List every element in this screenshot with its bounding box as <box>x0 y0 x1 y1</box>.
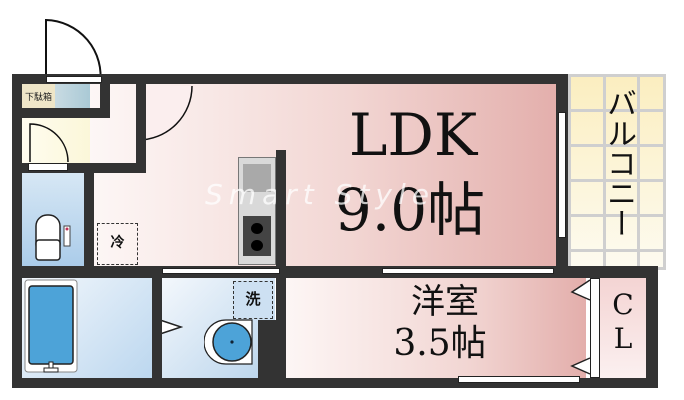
wall <box>22 108 110 118</box>
closet <box>600 278 646 378</box>
western-room <box>286 278 586 378</box>
toilet-icon <box>35 214 71 261</box>
ldk-door-icon[interactable] <box>136 84 206 144</box>
sink-icon <box>243 164 271 192</box>
balcony <box>568 74 666 270</box>
wall <box>12 74 568 84</box>
bathtub-icon <box>24 279 78 373</box>
washer-label: 洗 <box>245 290 261 308</box>
washbasin-icon <box>204 319 253 365</box>
fridge-space: 冷 <box>97 223 138 265</box>
toilet-door-icon[interactable] <box>28 122 70 164</box>
closet-door-hinge-icon <box>570 279 591 375</box>
wall <box>84 170 94 270</box>
wall <box>22 163 146 173</box>
western-room-size: 3.5帖 <box>393 323 487 364</box>
ldk-window[interactable] <box>558 112 566 238</box>
wall <box>276 150 286 388</box>
western-room-label: 洋室 <box>411 282 479 322</box>
ldk-size: 9.0帖 <box>334 176 486 244</box>
entrance-door-opening[interactable] <box>46 76 102 83</box>
closet-door[interactable] <box>590 278 600 378</box>
toilet-door-opening[interactable] <box>28 163 68 171</box>
wall <box>136 84 146 173</box>
balcony-label: バルコニー <box>601 88 636 238</box>
bath-door-icon[interactable] <box>155 317 183 345</box>
wall <box>258 320 286 388</box>
watermark: Smart Style <box>205 178 435 211</box>
closet-label: CL <box>612 288 634 355</box>
wall <box>646 270 658 388</box>
kitchen-counter <box>238 157 276 265</box>
ldk-label: LDK <box>348 101 478 169</box>
entrance-door-icon[interactable] <box>40 14 104 86</box>
western-sliding-door[interactable] <box>382 268 554 274</box>
shoe-box: 下駄箱 <box>22 84 55 112</box>
wall <box>12 266 658 278</box>
washroom-sliding-door[interactable] <box>162 268 280 274</box>
wall <box>100 74 110 118</box>
wall <box>152 270 162 388</box>
wall <box>12 378 658 388</box>
shoe-box-label: 下駄箱 <box>24 93 52 103</box>
stove-icon <box>243 216 271 256</box>
wall <box>12 74 22 388</box>
western-window[interactable] <box>458 376 580 383</box>
washer-space: 洗 <box>233 281 273 319</box>
fridge-label: 冷 <box>110 235 125 251</box>
